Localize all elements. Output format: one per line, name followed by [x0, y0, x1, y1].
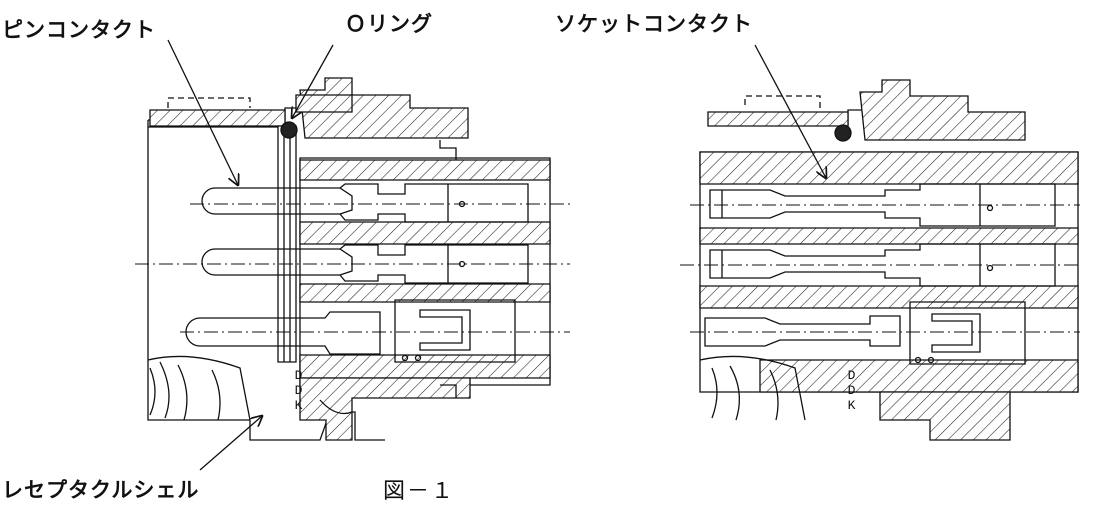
- o-ring-label: Ｏリング: [345, 12, 433, 36]
- pin-contact-label: ピンコンタクト: [2, 18, 156, 42]
- socket-contact-label: ソケットコンタクト: [555, 12, 753, 36]
- pin-contact-leader: [168, 40, 238, 185]
- o-ring-leader: [292, 45, 333, 118]
- pin-connector-drawing: [135, 78, 570, 440]
- figure-caption: 図－１: [383, 479, 456, 504]
- socket-connector-drawing: [680, 80, 1080, 440]
- receptacle-shell-leader: [200, 416, 262, 470]
- socket-contact-3: [705, 302, 1025, 364]
- brand-mark-right: DDK: [844, 368, 859, 413]
- socket-contact-leader: [755, 45, 826, 178]
- brand-mark-left: DDK: [291, 368, 306, 413]
- leader-lines: [168, 40, 826, 470]
- receptacle-shell-label: レセプタクルシェル: [2, 478, 200, 502]
